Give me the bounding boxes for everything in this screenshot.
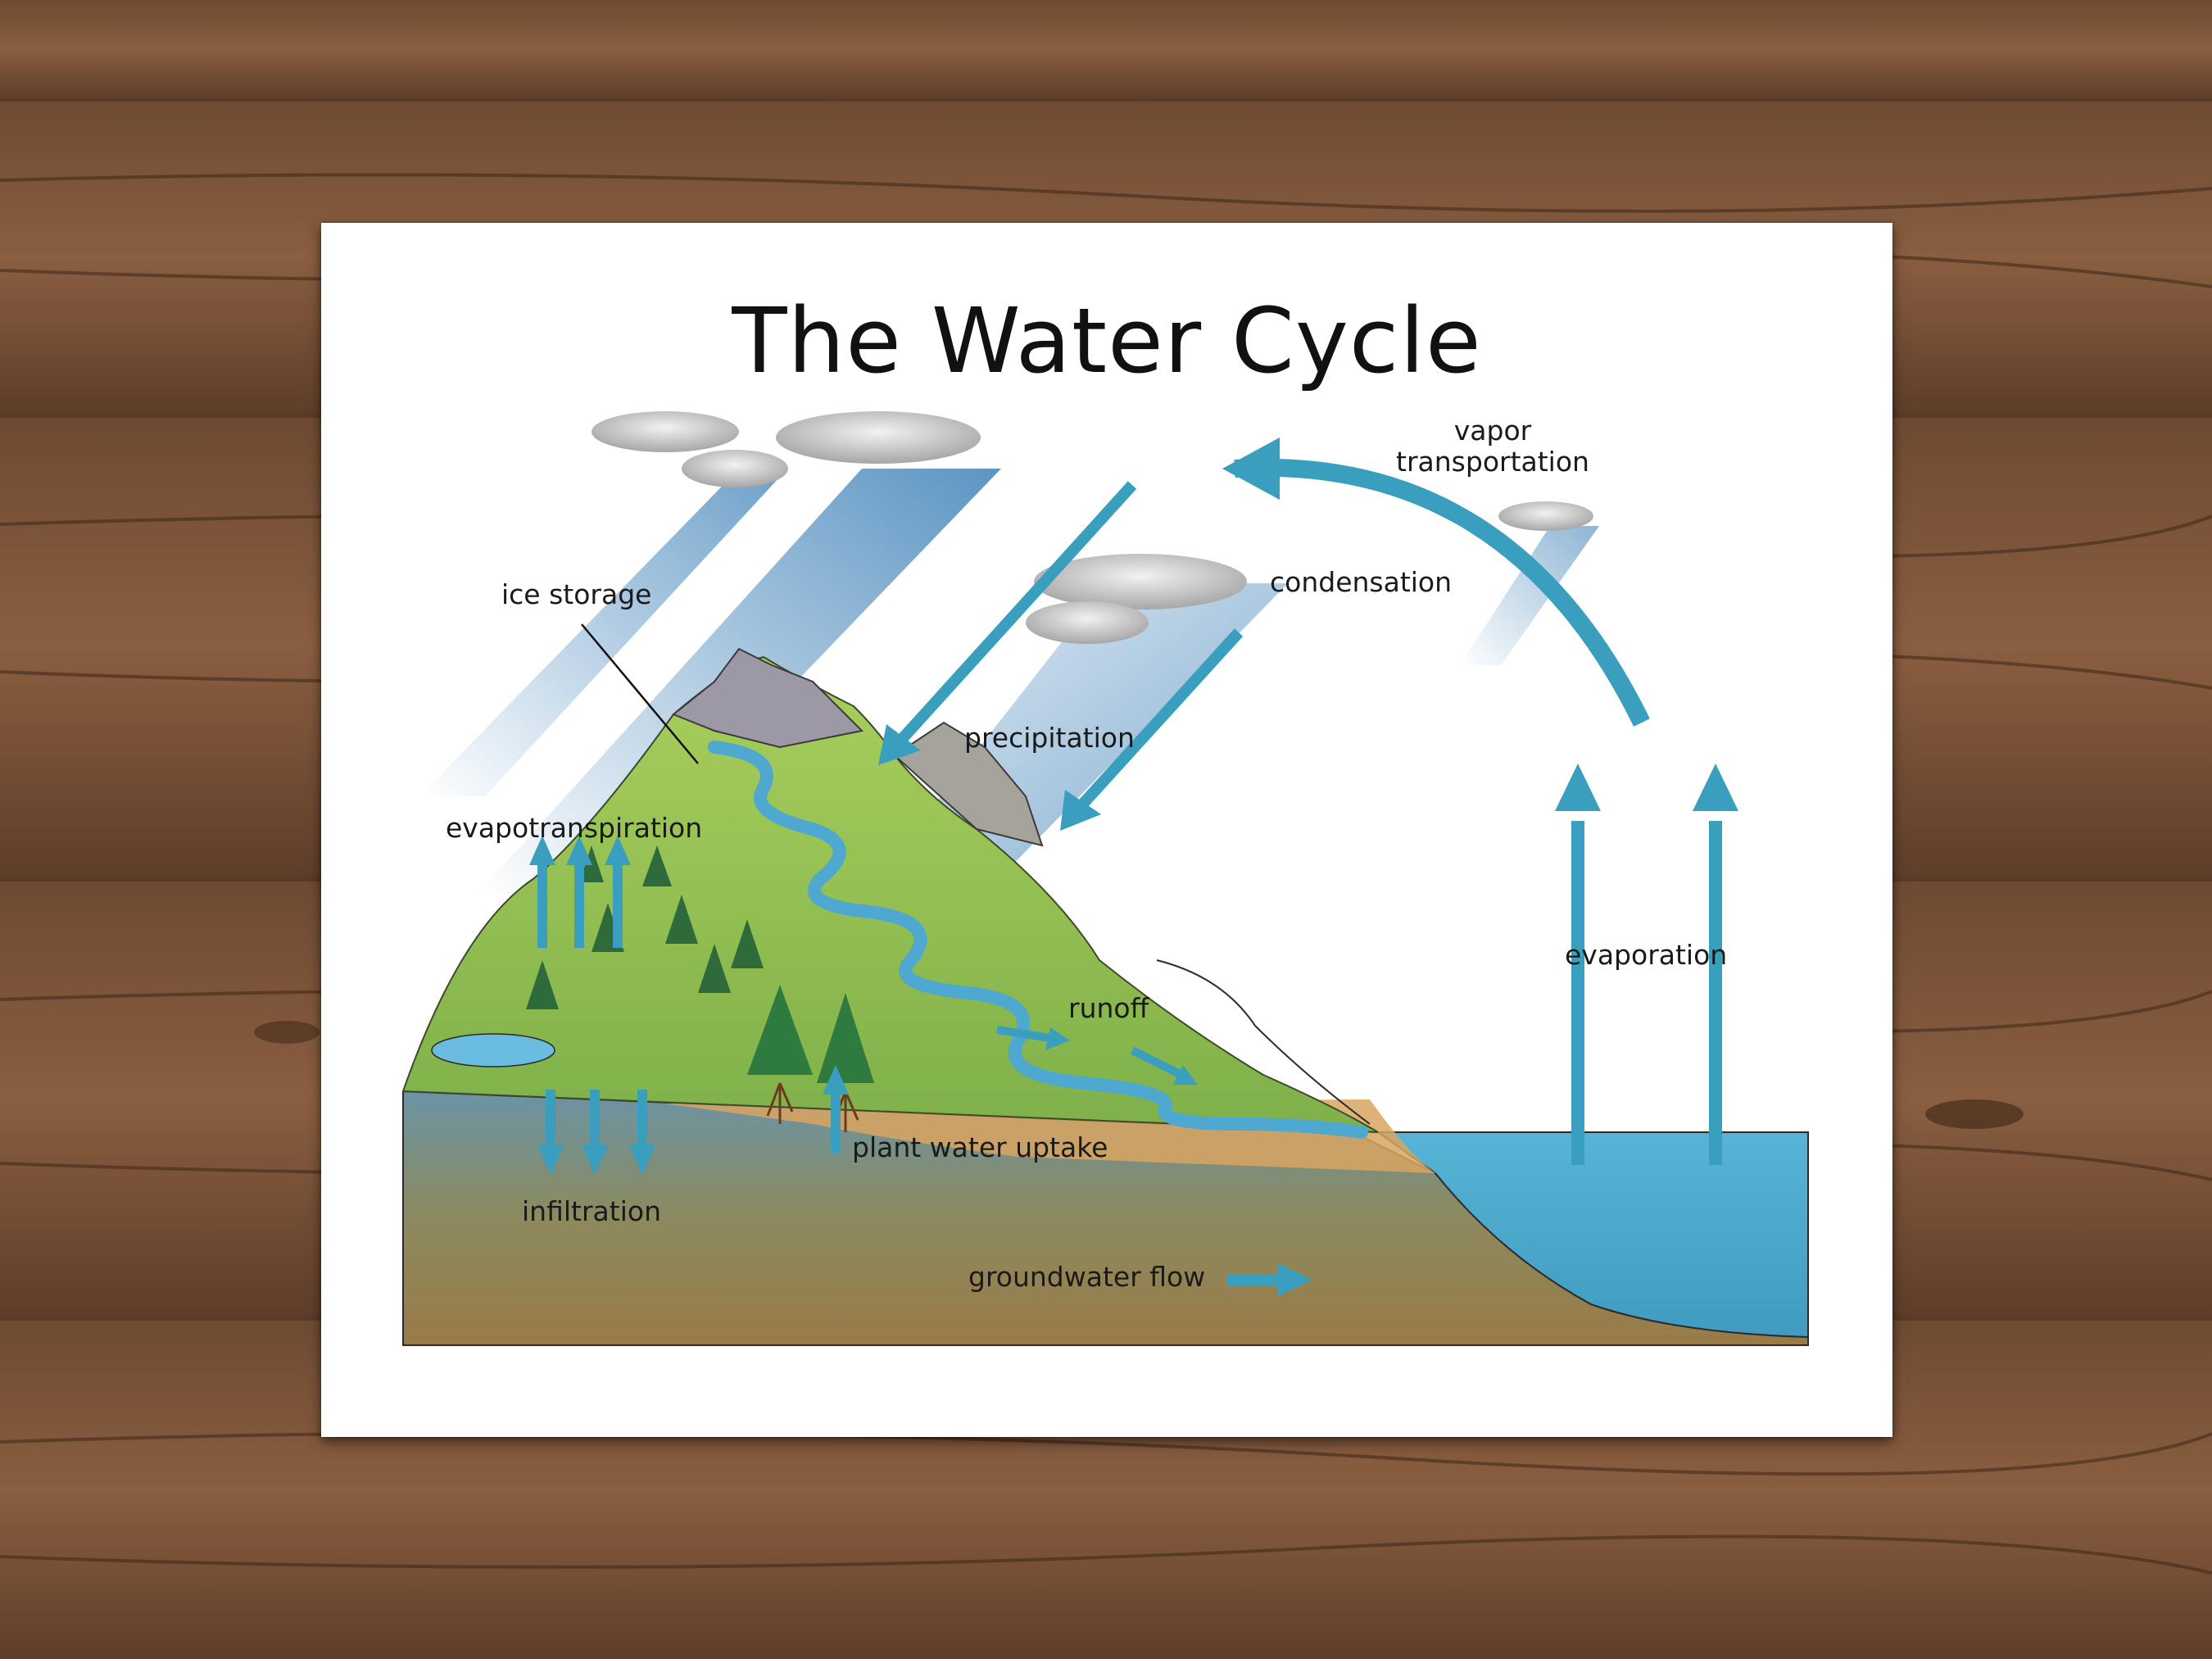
runoff-arrows <box>996 1026 1198 1085</box>
evapotranspiration-arrows <box>529 836 631 948</box>
vapor-transportation-label-line-1: vapor <box>1453 415 1532 446</box>
cloud <box>592 411 788 487</box>
lake <box>431 1033 555 1067</box>
evapotranspiration-label: evapotranspiration <box>446 812 703 844</box>
wood-knot <box>1925 1099 2024 1129</box>
arrows <box>529 437 1738 1296</box>
mountains <box>401 647 1379 1133</box>
ice-peak <box>672 647 864 749</box>
ice-storage-label: ice storage <box>501 578 652 610</box>
infiltration-arrows <box>537 1090 655 1175</box>
wood-knot <box>254 1021 320 1044</box>
plant-water-uptake-label: plant water uptake <box>852 1131 1108 1163</box>
poster-title: The Water Cycle <box>732 288 1482 393</box>
cloud <box>1026 554 1247 644</box>
large-trees <box>747 985 874 1083</box>
cloud <box>1498 501 1593 531</box>
runoff-label: runoff <box>1068 992 1149 1024</box>
cloud <box>776 411 981 464</box>
ground-cross-section <box>402 1090 1809 1346</box>
plant-uptake-arrow <box>823 1065 849 1153</box>
vapor-arrowhead <box>1222 437 1280 500</box>
clouds <box>592 411 1593 644</box>
water-cycle-illustration <box>401 411 1809 1346</box>
groundwater-flow-label: groundwater flow <box>968 1261 1206 1293</box>
rock-peak <box>893 721 1044 847</box>
river <box>708 741 1368 1139</box>
ocean <box>1375 1131 1809 1339</box>
ice-storage-leader-line <box>581 623 699 764</box>
vapor-transportation-label-line-2: transportation <box>1396 445 1589 478</box>
condensation-label: condensation <box>1270 566 1453 598</box>
groundwater-flow-arrow <box>1226 1263 1312 1296</box>
vapor-transportation-arrow <box>1234 458 1650 727</box>
infiltration-label: infiltration <box>522 1195 661 1227</box>
evaporation-label: evaporation <box>1565 939 1728 971</box>
precipitation-arrow-2 <box>1070 628 1244 817</box>
precipitation-arrow <box>890 481 1137 751</box>
precipitation-label: precipitation <box>964 722 1135 754</box>
forest <box>526 845 874 1132</box>
vapor-transportation-label: vapor transportation <box>1394 415 1591 478</box>
water-cycle-poster: The Water Cycle vapor transportation con… <box>321 223 1892 1437</box>
